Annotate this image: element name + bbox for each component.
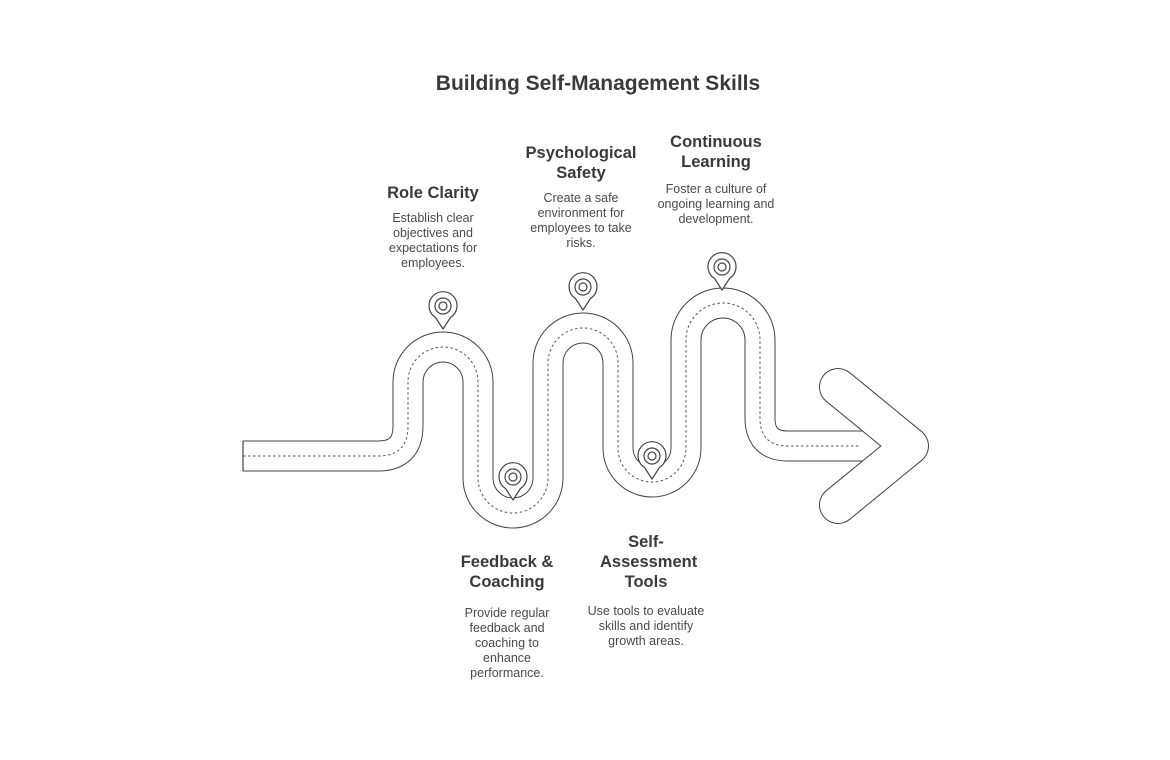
- step-heading: Role Clarity: [387, 184, 479, 202]
- step-heading: Feedback & Coaching: [460, 553, 554, 591]
- step-description: Establish clear objectives and expectati…: [388, 211, 478, 270]
- road-centerline: [243, 302, 860, 514]
- map-pin-icon: [707, 252, 737, 291]
- step-description: Provide regular feedback and coaching to…: [464, 606, 550, 680]
- map-pin-icon: [568, 272, 598, 311]
- step-heading: Self-Assessment Tools: [600, 533, 698, 591]
- step-description: Create a safe environment for employees …: [530, 191, 632, 250]
- step-continuous-learning: Continuous Learning Foster a culture of …: [656, 132, 776, 227]
- map-pin-icon: [498, 462, 528, 501]
- step-role-clarity: Role Clarity Establish clear objectives …: [372, 183, 494, 271]
- step-heading: Continuous Learning: [670, 133, 762, 171]
- step-self-assessment-tools: Self-Assessment Tools Use tools to evalu…: [586, 532, 706, 649]
- arrow-head-icon: [819, 368, 929, 524]
- road: [242, 287, 872, 529]
- road-surface: [243, 288, 872, 528]
- map-pin-icon: [428, 291, 458, 330]
- step-psychological-safety: Psychological Safety Create a safe envir…: [516, 143, 646, 251]
- step-feedback-coaching: Feedback & Coaching Provide regular feed…: [452, 552, 562, 681]
- step-heading: Psychological Safety: [525, 144, 637, 182]
- step-description: Use tools to evaluate skills and identif…: [587, 604, 705, 648]
- step-description: Foster a culture of ongoing learning and…: [657, 182, 775, 226]
- map-pin-icon: [637, 441, 667, 480]
- diagram-title: Building Self-Management Skills: [435, 72, 761, 95]
